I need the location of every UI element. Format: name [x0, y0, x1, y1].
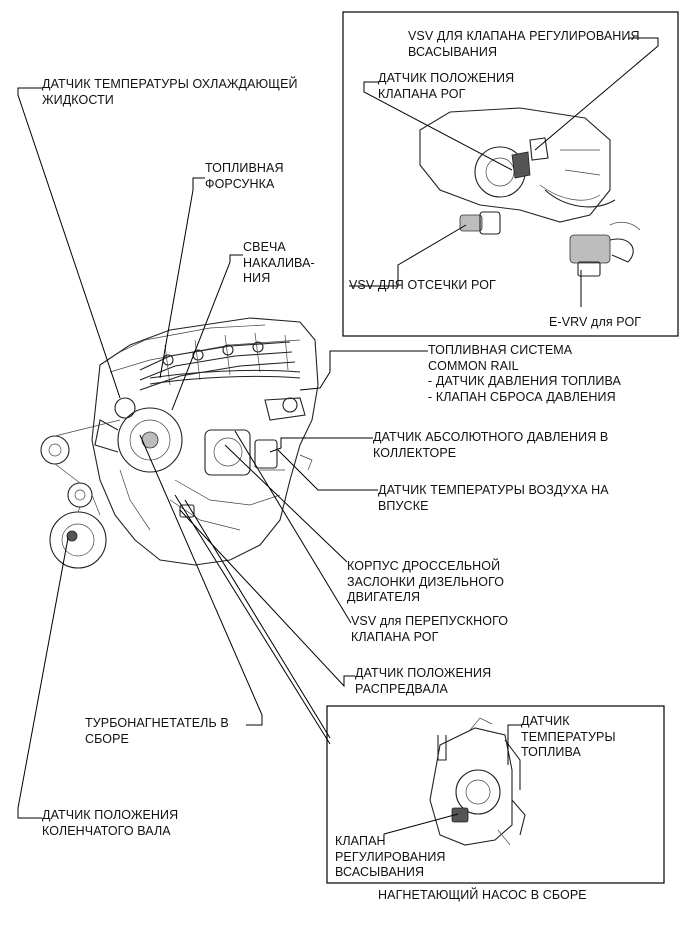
label-camshaft-position-sensor: ДАТЧИК ПОЛОЖЕНИЯ РАСПРЕДВАЛА: [355, 666, 492, 696]
label-fuel-temperature-sensor: ДАТЧИК ТЕМПЕРАТУРЫ ТОПЛИВА: [521, 714, 616, 759]
label-diesel-throttle-body: КОРПУС ДРОССЕЛЬНОЙ ЗАСЛОНКИ ДИЗЕЛЬНОГО Д…: [347, 559, 505, 604]
label-intake-air-temperature-sensor: ДАТЧИК ТЕМПЕРАТУРЫ ВОЗДУХА НА ВПУСКЕ: [378, 483, 609, 513]
label-coolant-temperature-sensor: ДАТЧИК ТЕМПЕРАТУРЫ ОХЛАЖДАЮЩЕЙ ЖИДКОСТИ: [42, 77, 298, 107]
label-vsv-egr-bypass-valve: VSV для ПЕРЕПУСКНОГО КЛАПАНА РОГ: [351, 614, 509, 644]
label-glow-plug: СВЕЧА НАКАЛИВА- НИЯ: [243, 240, 315, 285]
label-supply-pump-assembly: НАГНЕТАЮЩИЙ НАСОС В СБОРЕ: [378, 888, 587, 902]
label-vsv-egr-cutoff: VSV ДЛЯ ОТСЕЧКИ РОГ: [349, 278, 496, 292]
leader-lines: [17, 37, 659, 842]
label-crankshaft-position-sensor: ДАТЧИК ПОЛОЖЕНИЯ КОЛЕНЧАТОГО ВАЛА: [42, 808, 179, 838]
label-turbocharger-assembly: ТУРБОНАГНЕТАТЕЛЬ В СБОРЕ: [85, 716, 229, 746]
label-fuel-injector: ТОПЛИВНАЯ ФОРСУНКА: [205, 161, 284, 191]
label-common-rail-system: ТОПЛИВНАЯ СИСТЕМА COMMON RAIL - ДАТЧИК Д…: [428, 343, 621, 404]
label-vsv-intake-control-valve: VSV ДЛЯ КЛАПАНА РЕГУЛИРОВАНИЯ ВСАСЫВАНИЯ: [408, 29, 640, 59]
egr-inset-frame: [342, 11, 679, 337]
label-evrv-egr: E-VRV для РОГ: [549, 315, 642, 329]
label-egr-valve-position-sensor: ДАТЧИК ПОЛОЖЕНИЯ КЛАПАНА РОГ: [378, 71, 515, 101]
pump-inset-illustration: [429, 717, 526, 846]
engine-illustration: [40, 317, 319, 569]
label-suction-control-valve: КЛАПАН РЕГУЛИРОВАНИЯ ВСАСЫВАНИЯ: [335, 834, 446, 879]
label-manifold-absolute-pressure-sensor: ДАТЧИК АБСОЛЮТНОГО ДАВЛЕНИЯ В КОЛЛЕКТОРЕ: [373, 430, 609, 460]
pump-inset-frame: [326, 705, 665, 884]
egr-inset-illustration: [419, 107, 641, 277]
